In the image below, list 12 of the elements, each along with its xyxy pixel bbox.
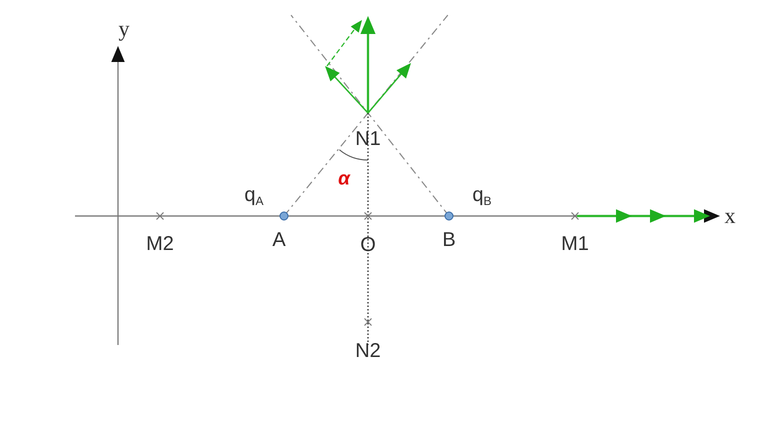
point-label: N1 [355,129,381,149]
point-label: M1 [561,234,589,254]
point-label: M2 [146,234,174,254]
axis-label: y [118,18,130,40]
charge-label: q$_{B}$ [472,184,492,208]
point-label: B [442,230,456,250]
charge-label: q$_{A}$ [244,184,264,208]
point-label: N2 [355,341,381,361]
point-label: A [272,230,286,250]
point-label: O [360,235,376,255]
axis-label: x [724,205,736,227]
angle-label: α [338,170,350,188]
